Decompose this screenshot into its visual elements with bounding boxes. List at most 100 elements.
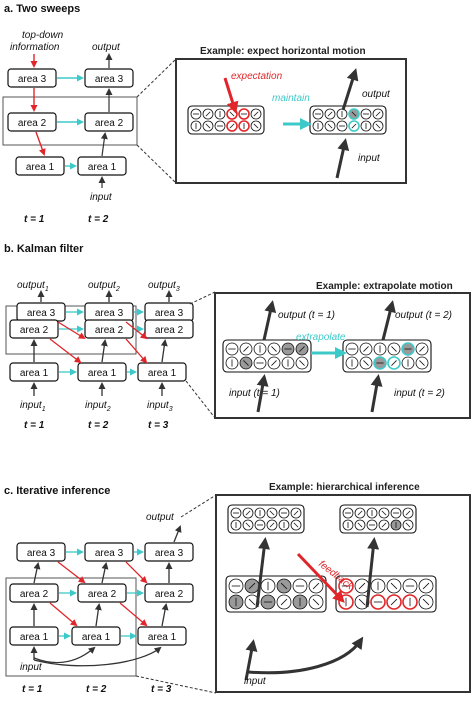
unit-direction-mark xyxy=(269,510,275,516)
b-time-t3: t = 3 xyxy=(148,420,169,431)
in-t1-label: input (t = 1) xyxy=(229,388,280,399)
c-ex-feedback-arrow xyxy=(296,552,345,603)
b-ex-out1-arrow xyxy=(262,300,277,341)
unit-direction-mark xyxy=(419,346,425,352)
c-ff-in-t3 xyxy=(33,646,162,667)
unit-direction-mark xyxy=(405,522,411,528)
c-ff-out xyxy=(173,525,182,543)
input3-label: input3 xyxy=(147,400,173,413)
c-area1-t3 xyxy=(137,626,187,646)
unit-direction-mark xyxy=(312,582,320,590)
unit-direction-mark xyxy=(293,522,299,528)
unit-direction-mark xyxy=(205,123,211,129)
ex-output-arrow xyxy=(341,68,359,111)
unit-direction-mark xyxy=(405,510,411,516)
unit-direction-mark xyxy=(327,111,333,117)
extrapolate-label: extrapolate xyxy=(296,332,346,343)
unit-direction-mark xyxy=(299,346,305,352)
in-t2-label: input (t = 2) xyxy=(394,388,445,399)
area3-box-t1 xyxy=(7,68,57,88)
area3-label-t1: area 3 xyxy=(18,74,47,85)
unit-direction-mark xyxy=(253,111,259,117)
unit-direction-mark xyxy=(245,522,251,528)
maintain-label: maintain xyxy=(272,93,310,104)
ex-input-arrow xyxy=(335,138,350,179)
panel-a-title: a. Two sweeps xyxy=(4,3,80,15)
area3-box-t2 xyxy=(84,68,134,88)
unit-direction-mark xyxy=(390,582,398,590)
unit-direction-mark xyxy=(243,346,249,352)
zoom-frame-a xyxy=(2,96,138,146)
c-fb-3-2-b xyxy=(125,561,148,584)
zoom-line-c-top xyxy=(180,494,217,518)
unit-direction-mark xyxy=(363,360,369,366)
c-ex-in-left xyxy=(244,639,258,681)
b-area2-t1 xyxy=(9,319,59,339)
b-ex-out2-arrow xyxy=(381,300,396,341)
unit-direction-mark xyxy=(269,522,275,528)
b-ff-1-2-t2 xyxy=(100,339,108,363)
c-ex-in-right xyxy=(247,636,364,675)
c-area1-t3-label: area 1 xyxy=(148,632,177,643)
output1-label: output1 xyxy=(17,280,49,293)
c-area3-t3-label: area 3 xyxy=(155,548,184,559)
unit-direction-mark xyxy=(358,598,366,606)
c-time-t3: t = 3 xyxy=(151,684,172,695)
ex-output-label: output xyxy=(362,89,391,100)
b-area2-t2-label: area 2 xyxy=(95,325,124,336)
expectation-label: expectation xyxy=(231,71,283,82)
output3-label: output3 xyxy=(148,280,180,293)
unit-grid-a-left xyxy=(187,105,265,135)
area2-box-t1 xyxy=(7,112,57,132)
c-ff-in-t2 xyxy=(33,646,96,664)
c-fb-3-2-a xyxy=(57,561,86,584)
b-fb-3-2-b xyxy=(125,321,148,340)
unit-direction-mark xyxy=(422,598,430,606)
unit-direction-mark xyxy=(271,360,277,366)
c-area2-t2-label: area 2 xyxy=(88,589,117,600)
out-t2-label: output (t = 2) xyxy=(395,310,452,321)
c-ex-ff-left xyxy=(255,537,270,608)
c-area3-t3 xyxy=(144,542,194,562)
b-area1-t3 xyxy=(137,362,187,382)
example-title-b: Example: extrapolate motion xyxy=(316,281,453,292)
unit-direction-mark xyxy=(280,582,288,590)
panel-b-title: b. Kalman filter xyxy=(4,243,84,255)
zoom-line-a-top xyxy=(136,58,177,98)
c-area3-t1-label: area 3 xyxy=(27,548,56,559)
b-time-t2: t = 2 xyxy=(88,420,109,431)
c-ff-2-3-t2 xyxy=(101,562,109,584)
input2-label: input2 xyxy=(85,400,111,413)
unit-direction-mark xyxy=(363,346,369,352)
zoom-line-c-bottom xyxy=(135,675,217,694)
b-ff-1-2-t3 xyxy=(160,339,168,363)
c-area2-t3 xyxy=(144,583,194,603)
time-label-t1: t = 1 xyxy=(24,214,45,225)
panel-c-title: c. Iterative inference xyxy=(4,485,110,497)
input-label: input xyxy=(90,192,113,203)
c-ex-ff-right xyxy=(365,537,380,608)
input1-label: input1 xyxy=(20,400,46,413)
b-fb-2-1-a xyxy=(49,338,82,364)
unit-direction-mark xyxy=(351,111,357,117)
c-area1-t1-label: area 1 xyxy=(20,632,49,643)
unit-direction-mark xyxy=(293,510,299,516)
area2-label-t2: area 2 xyxy=(95,118,124,129)
area2-label-t1: area 2 xyxy=(18,118,47,129)
unit-direction-mark xyxy=(271,346,277,352)
c-output-label: output xyxy=(146,512,175,523)
b-fb-3-2-a xyxy=(57,321,86,340)
panel-b: b. Kalman filter output1 output2 output3… xyxy=(4,243,471,431)
unit-direction-mark xyxy=(351,123,357,129)
output-label: output xyxy=(92,42,121,53)
top-down-label-line1: top-down xyxy=(22,30,64,41)
area1-label-t2: area 1 xyxy=(88,162,117,173)
unit-grid-b-left xyxy=(222,339,312,373)
unit-grid-a-right xyxy=(309,105,387,135)
c-time-t1: t = 1 xyxy=(22,684,43,695)
b-area1-t1-label: area 1 xyxy=(20,368,49,379)
unit-direction-mark xyxy=(280,598,288,606)
ex-input-label: input xyxy=(358,153,381,164)
unit-direction-mark xyxy=(358,582,366,590)
unit-grid-c-top-right xyxy=(339,504,417,534)
